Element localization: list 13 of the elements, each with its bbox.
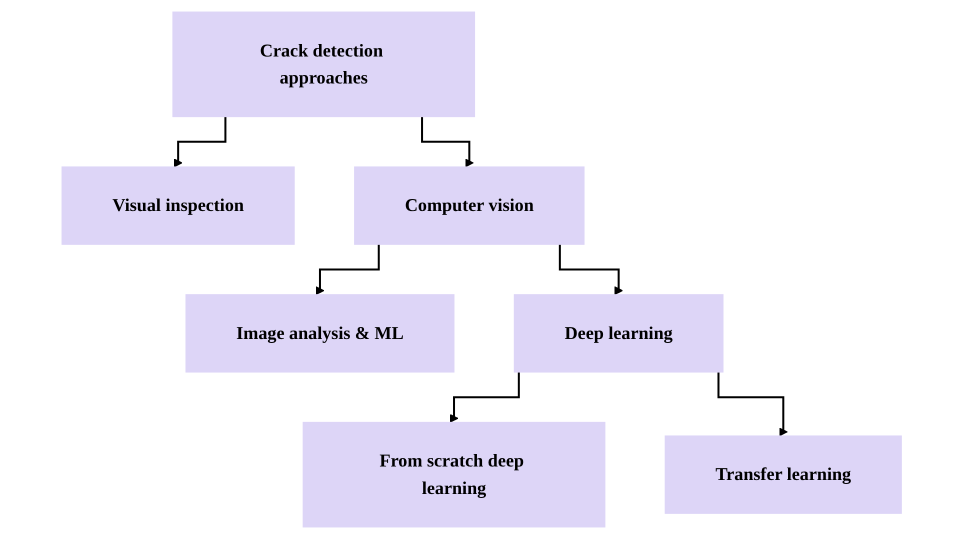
arrow bbox=[717, 372, 788, 436]
node-box: Visual inspection bbox=[61, 166, 295, 245]
node-box: Image analysis & ML bbox=[185, 294, 454, 373]
arrow bbox=[420, 116, 474, 168]
arrow bbox=[449, 372, 520, 423]
arrow bbox=[315, 244, 380, 296]
node-box: Computer vision bbox=[354, 166, 584, 245]
arrow bbox=[174, 116, 226, 168]
node-box: From scratch deep learning bbox=[302, 422, 606, 528]
node-box: Deep learning bbox=[514, 294, 724, 373]
node-box: Crack detection approaches bbox=[172, 12, 475, 118]
node-box: Transfer learning bbox=[664, 435, 902, 514]
arrow bbox=[558, 244, 623, 296]
